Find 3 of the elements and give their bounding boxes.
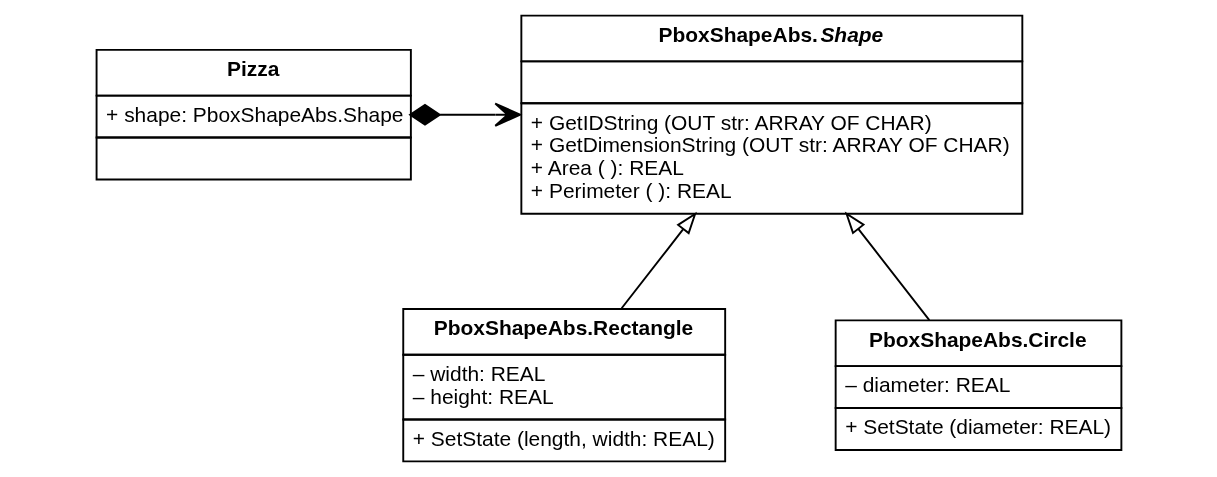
arrow <box>408 102 521 127</box>
arrow <box>620 211 697 310</box>
arrow <box>844 211 931 321</box>
